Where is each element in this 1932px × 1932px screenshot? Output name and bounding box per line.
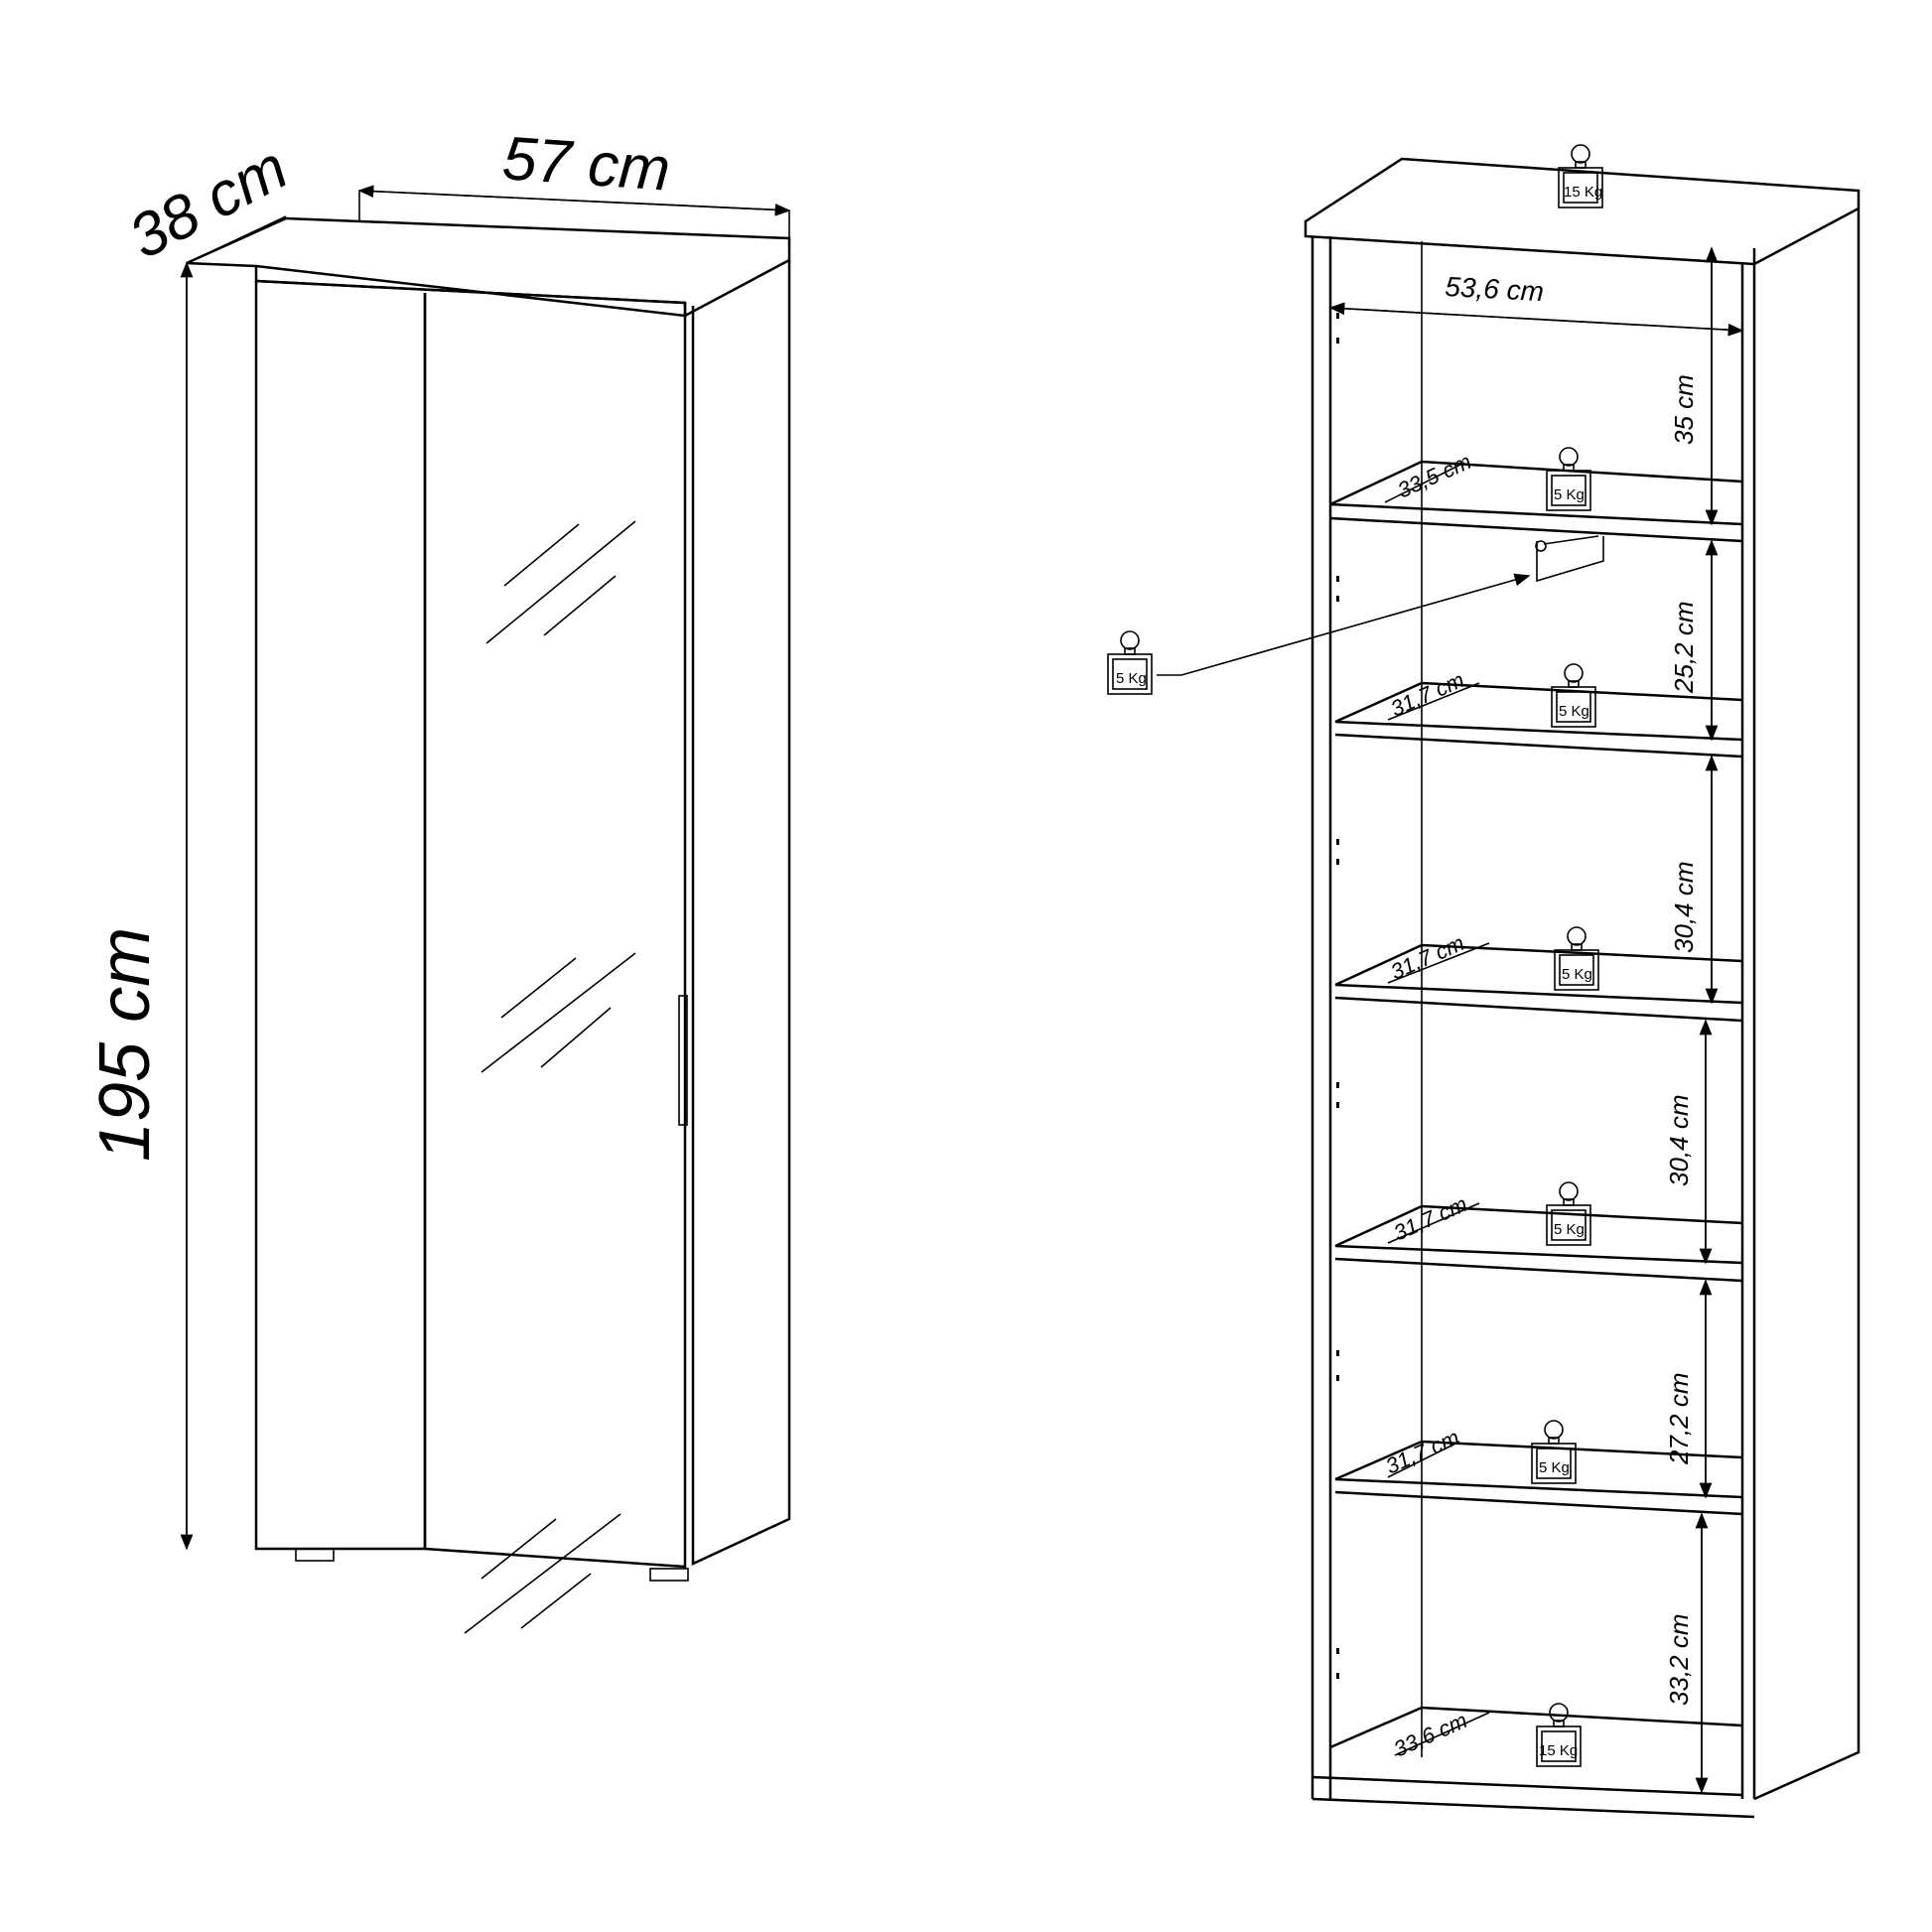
height-4-label: 30,4 cm xyxy=(1664,1095,1694,1187)
shelf-1-load: 5 Kg xyxy=(1554,486,1585,503)
shelf-1-depth: 33,5 cm xyxy=(1394,449,1475,503)
height-1-label: 35 cm xyxy=(1669,374,1699,445)
shelf-2-depth: 31,7 cm xyxy=(1387,667,1468,722)
height-5-label: 27,2 cm xyxy=(1664,1373,1694,1466)
hanger-load-label: 5 Kg xyxy=(1116,670,1147,687)
shelf-4-load: 5 Kg xyxy=(1554,1221,1585,1238)
height-3-label: 30,4 cm xyxy=(1669,862,1699,954)
left-cabinet-drawing xyxy=(180,185,791,1634)
right-cabinet-drawing xyxy=(1157,157,1861,1819)
shelf-5-load: 5 Kg xyxy=(1539,1459,1570,1476)
shelf-3-depth: 31,7 cm xyxy=(1387,930,1468,985)
depth-label: 38 cm xyxy=(118,133,298,272)
shelf-3-load: 5 Kg xyxy=(1562,966,1592,983)
height-2-label: 25,2 cm xyxy=(1669,602,1699,695)
shelf-2-load: 5 Kg xyxy=(1559,703,1589,720)
bottom-load: 15 Kg xyxy=(1539,1742,1578,1759)
inner-width-label: 53,6 cm xyxy=(1445,271,1545,307)
height-6-label: 33,2 cm xyxy=(1664,1614,1694,1707)
shelf-4-depth: 31,7 cm xyxy=(1390,1191,1471,1246)
top-load-label: 15 Kg xyxy=(1564,184,1602,201)
height-label: 195 cm xyxy=(85,927,165,1162)
width-label: 57 cm xyxy=(500,124,672,205)
